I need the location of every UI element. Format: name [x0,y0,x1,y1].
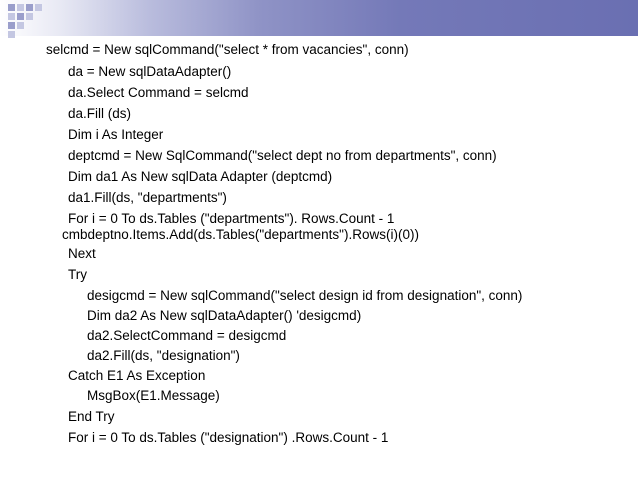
code-line: End Try [68,409,115,424]
square-decoration [8,22,15,29]
decorative-squares [0,0,60,40]
square-decoration [8,31,15,38]
square-decoration [26,4,33,11]
code-line: deptcmd = New SqlCommand("select dept no… [68,148,497,163]
code-line: Dim da2 As New sqlDataAdapter() 'desigcm… [87,308,362,323]
code-line: Dim da1 As New sqlData Adapter (deptcmd) [68,169,333,184]
code-line: da.Fill (ds) [68,106,132,121]
code-line: da2.Fill(ds, "designation") [87,348,240,363]
square-decoration [17,22,24,29]
code-line: For i = 0 To ds.Tables ("designation") .… [68,430,389,445]
code-line: da.Select Command = selcmd [68,85,249,100]
code-line: cmbdeptno.Items.Add(ds.Tables("departmen… [62,227,419,242]
code-line: selcmd = New sqlCommand("select * from v… [46,42,409,57]
code-line: Try [68,267,87,282]
code-line: Dim i As Integer [68,127,164,142]
code-line: da1.Fill(ds, "departments") [68,190,227,205]
square-decoration [35,4,42,11]
square-decoration [17,4,24,11]
square-decoration [17,13,24,20]
code-line: Catch E1 As Exception [68,368,206,383]
code-line: MsgBox(E1.Message) [87,388,220,403]
square-decoration [8,13,15,20]
code-line: desigcmd = New sqlCommand("select design… [87,288,523,303]
square-decoration [8,4,15,11]
code-line: da2.SelectCommand = desigcmd [87,328,287,343]
square-decoration [26,13,33,20]
code-line: da = New sqlDataAdapter() [68,64,232,79]
code-line: For i = 0 To ds.Tables ("departments"). … [68,211,395,226]
code-line: Next [68,246,96,261]
header-banner [0,0,638,36]
